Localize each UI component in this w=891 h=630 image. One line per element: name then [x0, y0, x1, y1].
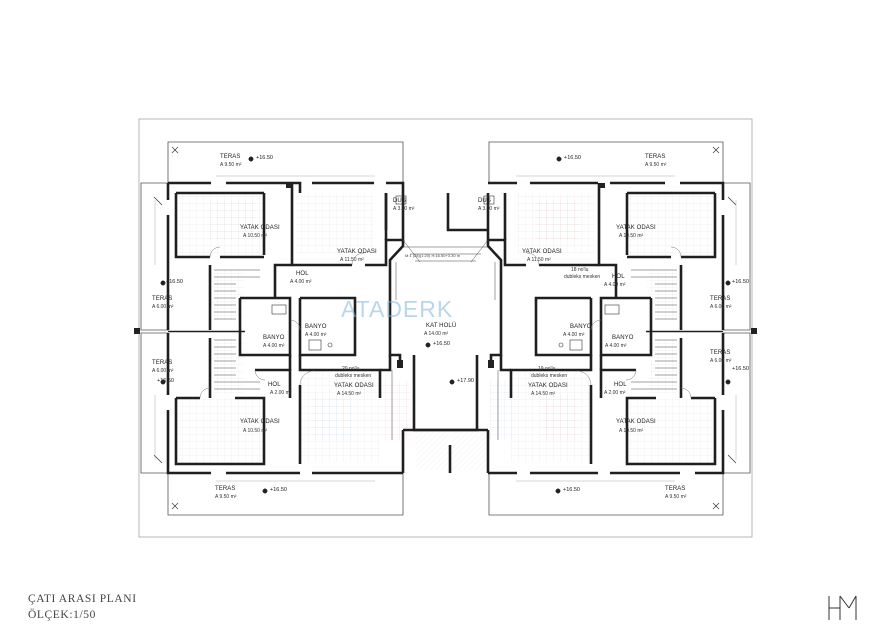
room-label-yatak-tr: YATAK ODASI	[616, 225, 656, 231]
unit-19-type: dubleks mesken	[531, 373, 568, 379]
room-label-yatak-bcl: YATAK ODASI	[334, 383, 374, 389]
room-area-teras-bl: A 9.50 m²	[215, 494, 237, 500]
level-label: +16.50	[732, 366, 749, 372]
void-hatch	[416, 432, 448, 470]
room-label-hol-br: HOL	[614, 382, 627, 388]
level-label: +17.90	[457, 378, 474, 384]
watermark: ATADERK	[341, 296, 454, 322]
room-label-banyo-l2: BANYO	[305, 324, 327, 330]
room-label-teras-l2: TERAS	[152, 360, 173, 366]
room-label-kat-holu: KAT HOLÜ	[426, 323, 457, 329]
room-area-kat-holu: A 14.00 m²	[424, 331, 449, 337]
room-area-yatak-bcr: A 14.50 m²	[531, 391, 556, 397]
room-label-yatak-cl: YATAK ODASI	[337, 249, 377, 255]
room-area-hol-tr: A 4.00 m²	[604, 282, 626, 288]
plan-scale: ÖLÇEK:1/50	[28, 609, 96, 621]
room-area-dus-l: A 3.00 m²	[393, 206, 415, 212]
room-area-hol-br: A 2.00 m²	[604, 390, 626, 396]
room-area-banyo-l1: A 4.00 m²	[263, 343, 285, 349]
door-swings	[199, 246, 692, 399]
level-label: +16.50	[256, 155, 273, 161]
room-area-yatak-cl: A 11.50 m²	[340, 257, 364, 263]
brand-logo	[828, 595, 857, 620]
room-label-yatak-bcr: YATAK ODASI	[528, 383, 568, 389]
stair-lines	[214, 239, 677, 440]
room-label-teras-tl: TERAS	[220, 154, 241, 160]
bath-fixtures	[271, 195, 620, 351]
level-label: +16.50	[563, 487, 580, 493]
room-label-banyo-r2: BANYO	[612, 335, 634, 341]
room-area-banyo-l2: A 4.00 m²	[305, 332, 327, 338]
room-label-hol-bl: HOL	[268, 382, 281, 388]
terrace-outlines	[140, 141, 751, 516]
room-label-teras-tr: TERAS	[645, 154, 666, 160]
room-label-dus-r: DUŞ	[478, 198, 491, 204]
room-label-banyo-l1: BANYO	[263, 335, 285, 341]
room-area-teras-r1: A 6.00 m²	[710, 304, 732, 310]
level-label: +16.50	[564, 155, 581, 161]
room-area-teras-l1: A 6.00 m²	[152, 304, 174, 310]
room-area-yatak-tl: A 10.50 m²	[243, 233, 268, 239]
room-label-yatak-bl: YATAK ODASI	[240, 419, 280, 425]
unit-19-number: 19 no'lu	[538, 366, 556, 372]
level-label: +16.50	[166, 279, 183, 285]
columns	[134, 183, 757, 368]
room-area-hol-tl: A 4.00 m²	[290, 279, 312, 285]
room-label-yatak-cr: YATAK ODASI	[522, 249, 562, 255]
room-area-yatak-bcl: A 14.50 m²	[337, 391, 362, 397]
room-label-teras-br: TERAS	[665, 486, 686, 492]
room-label-teras-l1: TERAS	[152, 296, 173, 302]
room-label-yatak-tl: YATAK ODASI	[240, 225, 280, 231]
room-label-dus-l: DUŞ	[393, 198, 406, 204]
room-area-yatak-cr: A 11.50 m²	[527, 257, 551, 263]
level-markers	[160, 156, 731, 494]
room-label-teras-r2: TERAS	[710, 350, 731, 356]
room-area-yatak-br: A 10.50 m²	[619, 428, 644, 434]
corner-markers	[153, 146, 737, 510]
room-label-teras-r1: TERAS	[710, 296, 731, 302]
walls	[166, 181, 725, 475]
room-area-teras-tr: A 9.50 m²	[645, 162, 667, 168]
dimension-ticks	[154, 175, 737, 482]
room-area-teras-br: A 9.50 m²	[665, 494, 687, 500]
room-area-dus-r: A 3.00 m²	[478, 206, 500, 212]
plan-title: ÇATI ARASI PLANI	[28, 593, 137, 605]
room-area-yatak-tr: A 10.50 m²	[619, 233, 644, 239]
room-area-teras-r2: A 6.00 m²	[710, 358, 732, 364]
level-label: +16.50	[732, 279, 749, 285]
level-label: +16.50	[433, 341, 450, 347]
room-label-banyo-r1: BANYO	[570, 324, 592, 330]
room-label-teras-bl: TERAS	[215, 486, 236, 492]
level-label: +16.50	[157, 378, 174, 384]
unit-20-type: dubleks mesken	[335, 373, 372, 379]
room-area-banyo-r1: A 4.00 m²	[563, 332, 585, 338]
unit-18-type: dubleks mesken	[564, 274, 601, 280]
room-area-banyo-r2: A 4.00 m²	[605, 343, 627, 349]
unit-20-number: 20 no'lu	[342, 366, 360, 372]
room-label-hol-tr: HOL	[612, 274, 625, 280]
room-area-hol-bl: A 2.00 m²	[270, 390, 292, 396]
room-area-teras-tl: A 9.50 m²	[220, 162, 242, 168]
floor-tiles	[178, 193, 713, 464]
unit-18-number: 18 no'lu	[571, 267, 589, 273]
stair-note: M:1 (28)(1:20) H:16.50+3.30 m	[405, 253, 461, 258]
room-area-teras-l2: A 6.00 m²	[152, 368, 174, 374]
level-label: +16.50	[270, 487, 287, 493]
room-label-yatak-br: YATAK ODASI	[616, 419, 656, 425]
room-area-yatak-bl: A 10.50 m²	[243, 428, 268, 434]
room-label-hol-tl: HOL	[296, 271, 309, 277]
